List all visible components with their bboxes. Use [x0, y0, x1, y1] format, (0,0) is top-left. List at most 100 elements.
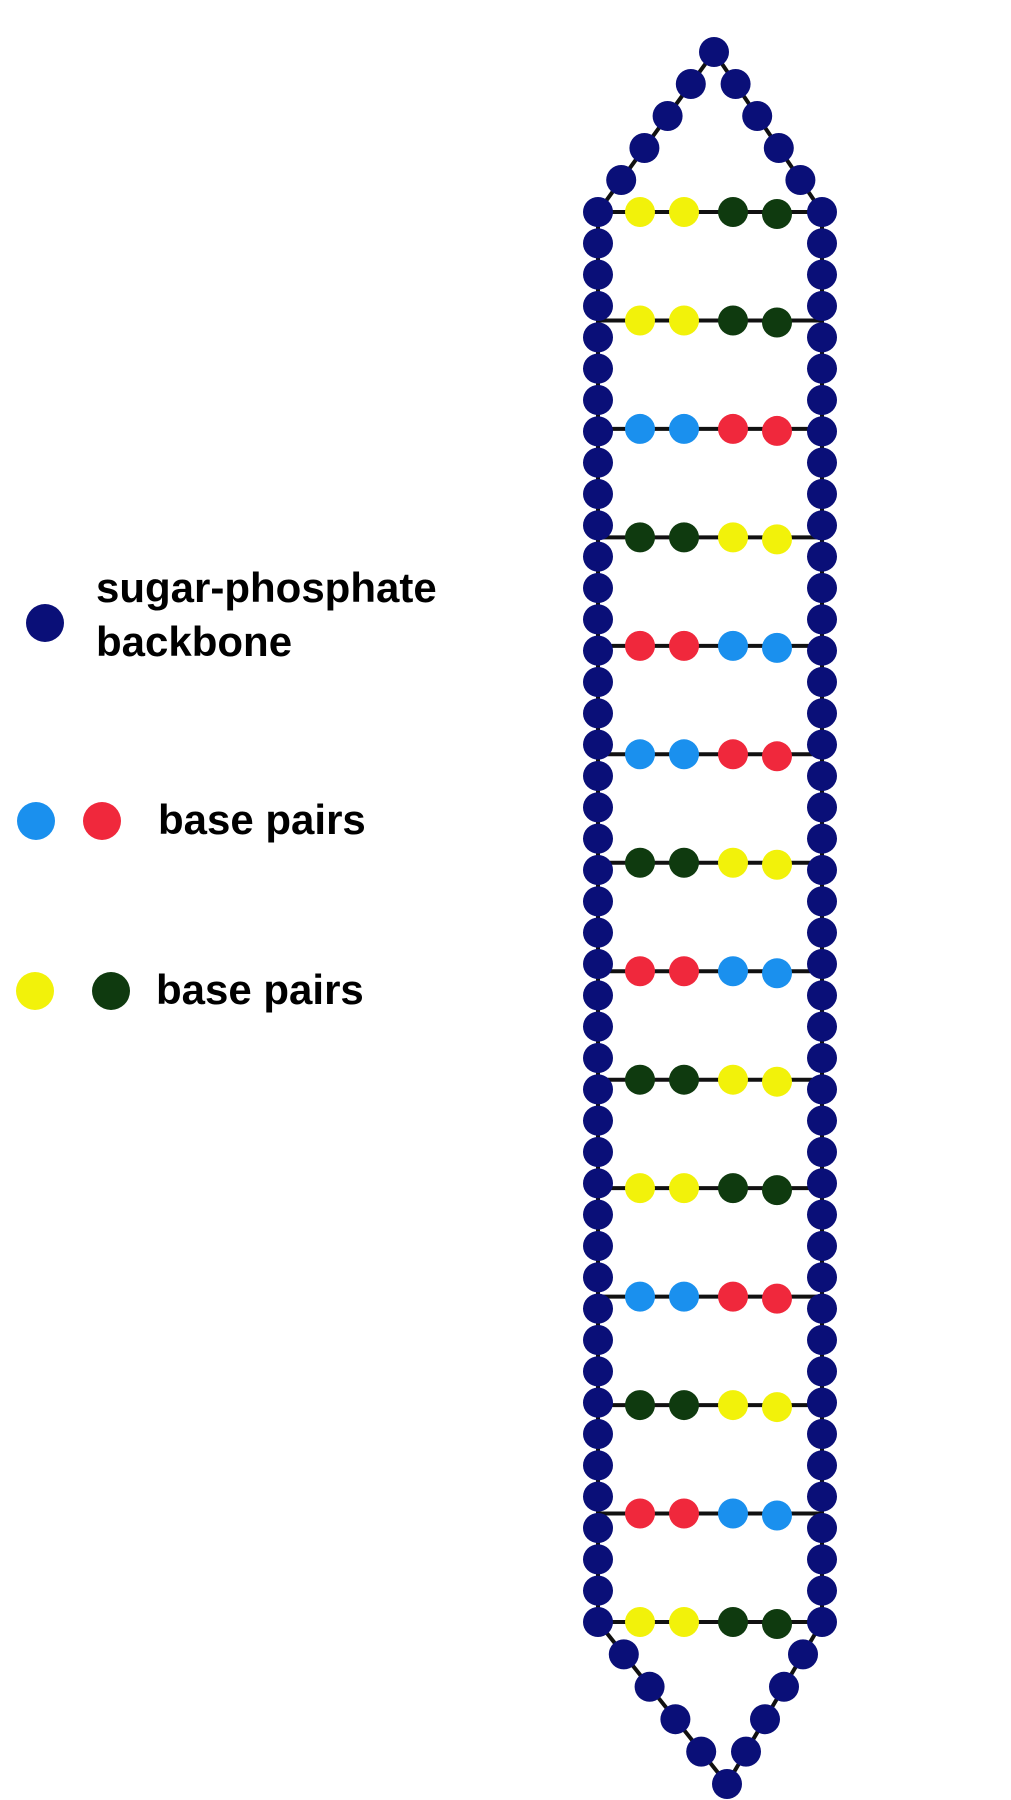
backbone-bead [583, 604, 613, 635]
backbone-bead [807, 949, 837, 979]
legend-red-base-dot [83, 802, 121, 840]
backbone-bead [583, 259, 613, 290]
backbone-bead [807, 1450, 837, 1481]
yellow-base-bead [718, 1390, 748, 1421]
backbone-bead [807, 1231, 837, 1261]
backbone-bead [583, 667, 613, 697]
backbone-bead [807, 479, 837, 509]
darkgreen-base-bead [718, 1607, 748, 1637]
backbone-bead [583, 197, 613, 227]
backbone-bead [807, 291, 837, 321]
darkgreen-base-bead [669, 847, 699, 878]
backbone-bead [807, 1356, 837, 1387]
blue-base-bead [762, 1500, 792, 1531]
backbone-bead [583, 1011, 613, 1042]
backbone-bead [807, 197, 837, 227]
backbone-bead [583, 1105, 613, 1136]
backbone-bead [807, 1419, 837, 1449]
backbone-bead [788, 1639, 818, 1670]
backbone-bead [675, 69, 706, 99]
backbone-bead [583, 1544, 613, 1575]
backbone-bead [629, 133, 660, 163]
backbone-bead [807, 228, 837, 259]
darkgreen-base-bead [762, 1609, 792, 1639]
backbone-bead [686, 1736, 717, 1767]
darkgreen-base-bead [762, 199, 792, 229]
backbone-bead [583, 980, 613, 1011]
darkgreen-base-bead [669, 1064, 699, 1095]
backbone-bead [807, 1105, 837, 1136]
darkgreen-base-bead [669, 1390, 699, 1421]
backbone-bead [634, 1671, 665, 1702]
backbone-bead [699, 37, 729, 67]
backbone-bead [583, 385, 613, 415]
yellow-base-bead [669, 197, 699, 227]
legend-blue-base-dot [17, 802, 55, 840]
yellow-base-bead [625, 1607, 655, 1637]
backbone-bead [660, 1704, 691, 1735]
legend-backbone-label-line1: sugar-phosphate [96, 564, 437, 611]
blue-base-bead [669, 1281, 699, 1312]
blue-base-bead [762, 632, 792, 663]
darkgreen-base-bead [718, 305, 748, 336]
backbone-bead [807, 1481, 837, 1512]
backbone-bead [583, 1168, 613, 1199]
backbone-bead [720, 69, 751, 99]
yellow-base-bead [762, 524, 792, 555]
red-base-bead [625, 956, 655, 987]
backbone-bead [807, 1074, 837, 1105]
blue-base-bead [718, 956, 748, 987]
legend-darkgreen-base-dot [92, 972, 130, 1010]
darkgreen-base-bead [762, 307, 792, 338]
red-base-bead [669, 630, 699, 661]
backbone-bead [583, 541, 613, 572]
backbone-bead [583, 1199, 613, 1230]
legend-backbone-label-line2: backbone [96, 618, 293, 665]
backbone-bead [606, 165, 637, 195]
backbone-bead [583, 1043, 613, 1073]
backbone-bead [807, 1199, 837, 1230]
backbone-bead [807, 1325, 837, 1355]
red-base-bead [669, 1498, 699, 1529]
backbone-bead [583, 729, 613, 760]
backbone-bead [807, 1168, 837, 1199]
backbone-bead [731, 1736, 761, 1767]
backbone-bead [807, 792, 837, 823]
red-base-bead [762, 1283, 792, 1314]
base-pair-rungs [598, 197, 822, 1639]
darkgreen-base-bead [625, 1064, 655, 1095]
backbone-bead [807, 1387, 837, 1418]
yellow-base-bead [762, 1392, 792, 1423]
backbone-bead [807, 729, 837, 760]
backbone-bead [807, 855, 837, 885]
blue-base-bead [669, 413, 699, 444]
yellow-base-bead [718, 1064, 748, 1095]
red-base-bead [669, 956, 699, 987]
backbone-bead [785, 165, 816, 195]
backbone-bead [807, 917, 837, 948]
backbone-bead [583, 510, 613, 541]
backbone-bead [807, 1262, 837, 1293]
backbone-bead [807, 541, 837, 572]
blue-base-bead [718, 1498, 748, 1529]
backbone-bead [583, 761, 613, 791]
backbone-bead [807, 604, 837, 635]
backbone-bead [807, 322, 837, 353]
backbone-bead [763, 133, 794, 163]
backbone-bead [583, 322, 613, 353]
backbone-bead [807, 886, 837, 917]
backbone-bead [583, 228, 613, 259]
blue-base-bead [625, 413, 655, 444]
backbone-bead [807, 1544, 837, 1575]
backbone-bead [807, 1043, 837, 1073]
backbone-bead [583, 573, 613, 603]
legend-yellow-base-dot [16, 972, 54, 1010]
backbone-bead [583, 1325, 613, 1355]
backbone-bead [807, 1513, 837, 1543]
yellow-base-bead [625, 197, 655, 227]
backbone-bead [807, 385, 837, 415]
backbone-bead [807, 1575, 837, 1606]
legend-pair1-label: base pairs [158, 796, 366, 843]
backbone-bead [583, 1481, 613, 1512]
